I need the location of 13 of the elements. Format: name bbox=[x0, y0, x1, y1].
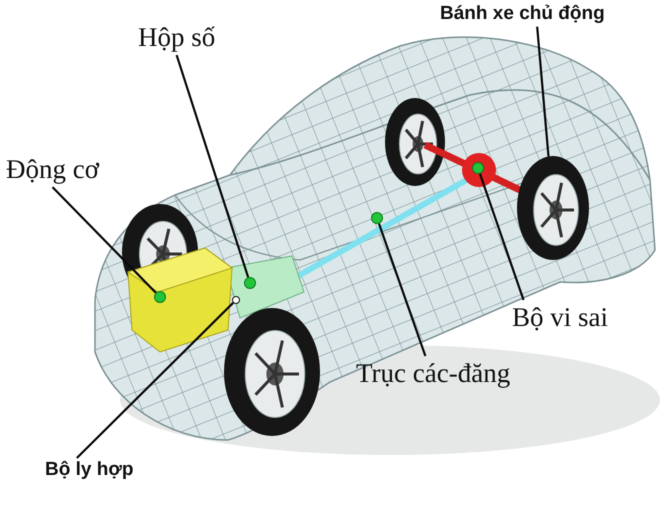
part-label: Bộ vi sai bbox=[512, 300, 608, 336]
leader-line bbox=[478, 173, 525, 300]
leader-line bbox=[176, 54, 250, 278]
wheel bbox=[517, 156, 589, 260]
part-label: Bánh xe chủ động bbox=[440, 2, 605, 27]
part-label: Động cơ bbox=[6, 152, 100, 188]
part-label: Bộ ly hợp bbox=[45, 458, 134, 483]
part-label: Trục các-đăng bbox=[356, 356, 510, 392]
leader-line bbox=[52, 186, 157, 294]
leader-line bbox=[76, 302, 234, 459]
leader-line bbox=[536, 26, 550, 156]
leader-line bbox=[378, 223, 426, 356]
part-label: Hộp số bbox=[138, 20, 216, 56]
